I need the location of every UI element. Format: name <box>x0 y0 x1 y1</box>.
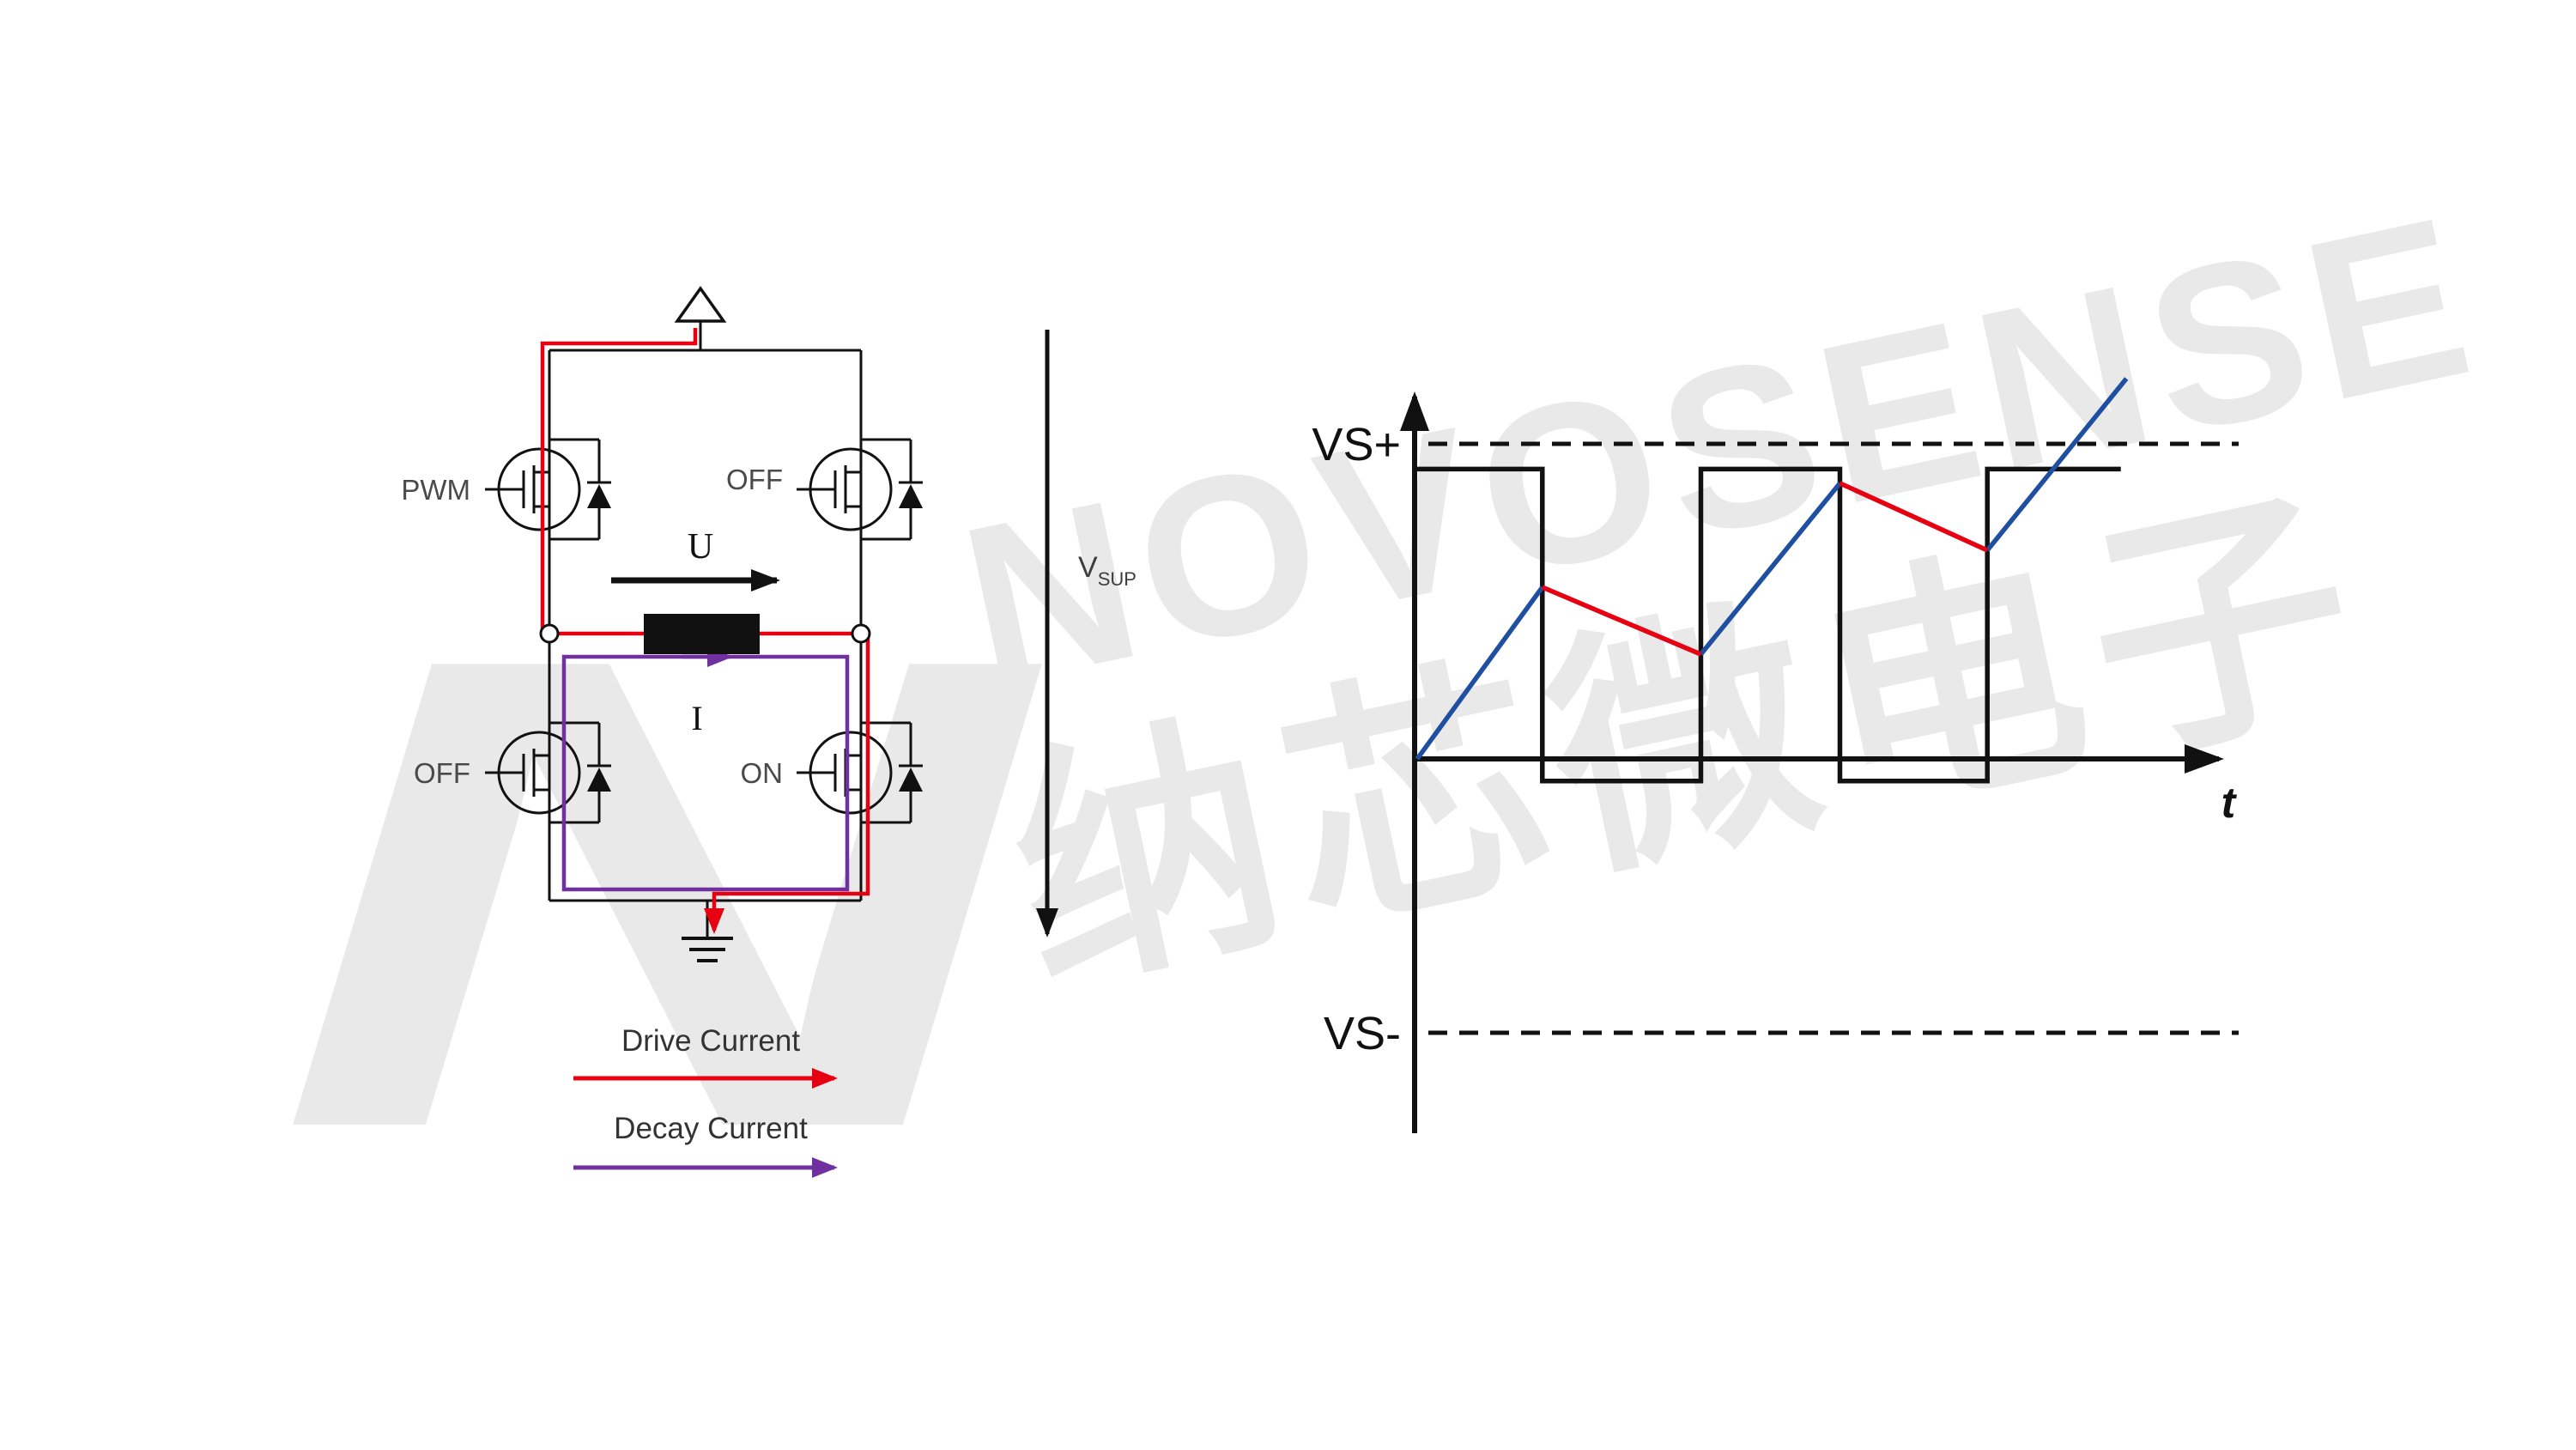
time-axis-label: t <box>2221 779 2238 827</box>
ground-icon <box>682 937 733 962</box>
drive-current-label: Drive Current <box>621 1024 800 1058</box>
current-legend: Drive Current Decay Current <box>573 1024 838 1178</box>
gate-label-on: ON <box>741 757 784 789</box>
series-winding-current-decay <box>1541 481 1989 657</box>
series-winding-current-rise <box>1415 377 2129 761</box>
decay-current-path <box>561 654 850 892</box>
circuit-wires <box>548 321 863 938</box>
winding-current-label: I <box>691 699 702 737</box>
gate-label-off-top: OFF <box>726 464 783 495</box>
waveform-series <box>1415 377 2129 784</box>
vsup-label: VSUP <box>1078 551 1136 590</box>
h-bridge-circuit: U I PWM OFF OFF ON <box>401 285 924 962</box>
watermark: N NOVOSENSE 纳芯微电子 <box>275 167 2498 1267</box>
waveform-graph: VS+ VS- t <box>1312 377 2239 1133</box>
motor-terminal-left <box>539 623 560 644</box>
series-phase-voltage-pwm <box>1417 466 2121 784</box>
vs-minus-label: VS- <box>1324 1008 1401 1059</box>
vsup-indicator: VSUP <box>1036 330 1136 937</box>
winding-voltage-label: U <box>688 527 713 567</box>
gate-label-off-bottom: OFF <box>414 757 470 789</box>
vs-plus-label: VS+ <box>1312 419 1401 470</box>
motor-terminal-right <box>851 623 871 644</box>
decay-current-label: Decay Current <box>614 1112 808 1145</box>
motor-winding <box>644 614 760 654</box>
gate-label-pwm: PWM <box>401 474 470 506</box>
supply-triangle-icon <box>674 285 727 323</box>
